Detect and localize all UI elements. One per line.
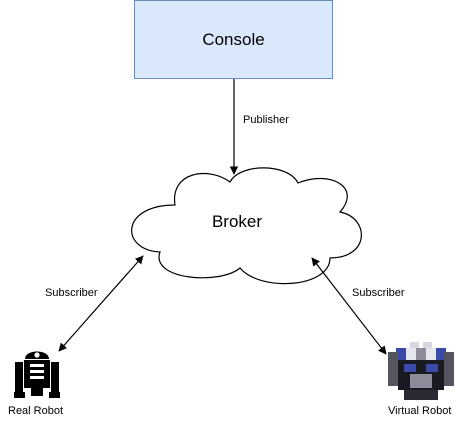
virtual-robot-subscriber-label: Subscriber	[352, 287, 405, 299]
real-robot-subscriber-label: Subscriber	[45, 287, 98, 299]
publisher-label: Publisher	[243, 114, 289, 126]
virtual-robot-edge	[311, 257, 387, 355]
console-label: Console	[202, 29, 265, 49]
broker-cloud-shape	[131, 167, 362, 285]
virtual-robot-icon	[388, 342, 454, 400]
broker-label: Broker	[211, 212, 263, 231]
console-node[interactable]: Console	[134, 0, 333, 79]
r2d2-robot-icon	[14, 351, 60, 398]
virtual-robot-label: Virtual Robot	[388, 405, 452, 417]
real-robot-label: Real Robot	[8, 405, 64, 417]
real-robot-edge	[58, 255, 144, 352]
